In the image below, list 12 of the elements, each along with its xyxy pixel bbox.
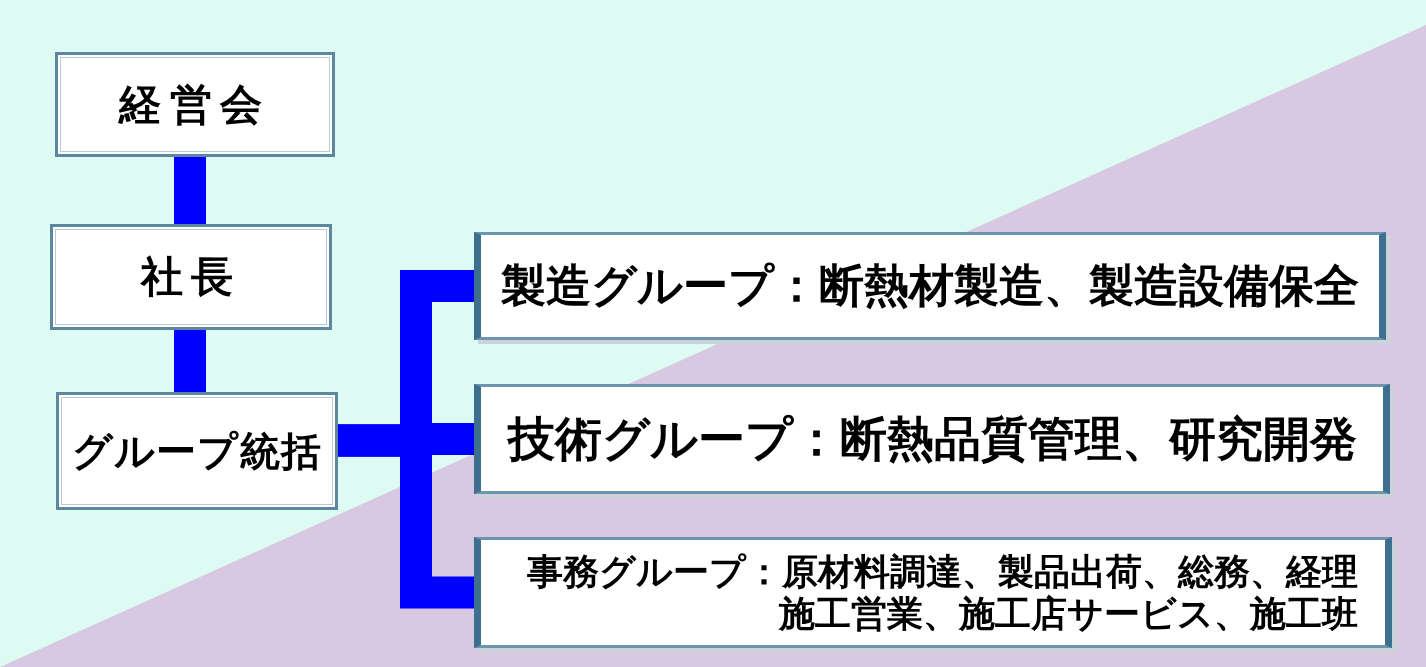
org-box xyxy=(55,52,335,157)
connector-line xyxy=(338,424,474,609)
box-label: 事務グループ：原材料調達、製品出荷、総務、経理施工営業、施工店サービス、施工班 xyxy=(525,551,1358,634)
box-label: 社長 xyxy=(140,251,242,303)
box-label: グループ統括 xyxy=(71,426,323,476)
org-box xyxy=(56,392,338,510)
connector-line xyxy=(174,157,206,224)
connector-line xyxy=(174,330,206,392)
org-box xyxy=(50,224,332,330)
box-label: 技術グループ：断熱品質管理、研究開発 xyxy=(507,409,1357,468)
box-label: 経営会 xyxy=(119,78,271,131)
box-label: 製造グループ：断熱材製造、製造設備保全 xyxy=(501,258,1359,314)
